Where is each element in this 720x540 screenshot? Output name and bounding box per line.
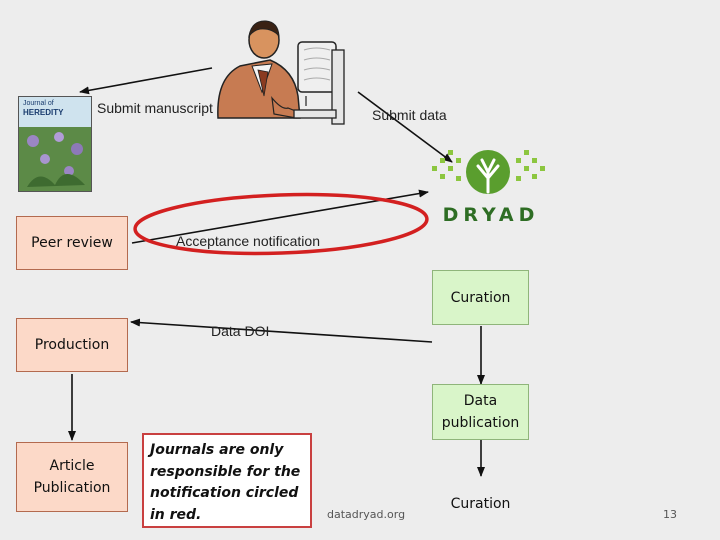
plant-photo-icon bbox=[19, 127, 91, 191]
journal-cover-title-line2: HEREDITY bbox=[23, 108, 64, 117]
arrow-data-doi bbox=[130, 318, 433, 343]
acceptance-notification-label: Acceptance notification bbox=[176, 233, 320, 249]
highlight-ellipse bbox=[133, 192, 429, 256]
arrow-submit-data bbox=[357, 91, 453, 163]
curation-box-top: Curation bbox=[432, 270, 529, 325]
arrow-submit-manuscript bbox=[79, 67, 213, 95]
dryad-tree-icon bbox=[432, 150, 545, 194]
dryad-logo-text: DRYAD bbox=[442, 204, 540, 226]
data-doi-label: Data DOI bbox=[211, 323, 270, 339]
data-publication-box: Data publication bbox=[432, 384, 529, 440]
article-publication-box: Article Publication bbox=[16, 442, 128, 512]
production-box: Production bbox=[16, 318, 128, 372]
submit-data-label: Submit data bbox=[372, 107, 447, 123]
journal-cover-title-line1: Journal of bbox=[23, 100, 54, 107]
peer-review-box: Peer review bbox=[16, 216, 128, 270]
page-number: 13 bbox=[663, 508, 677, 521]
submit-manuscript-label: Submit manuscript bbox=[97, 100, 213, 116]
footer-site-url: datadryad.org bbox=[327, 508, 406, 521]
person-at-computer-icon bbox=[217, 20, 345, 125]
journal-cover-image: Journal of HEREDITY bbox=[18, 96, 92, 192]
responsibility-note: Journals are only responsible for the no… bbox=[142, 433, 312, 528]
curation-label-bottom: Curation bbox=[450, 496, 511, 512]
dryad-logo: DRYAD bbox=[428, 148, 548, 226]
